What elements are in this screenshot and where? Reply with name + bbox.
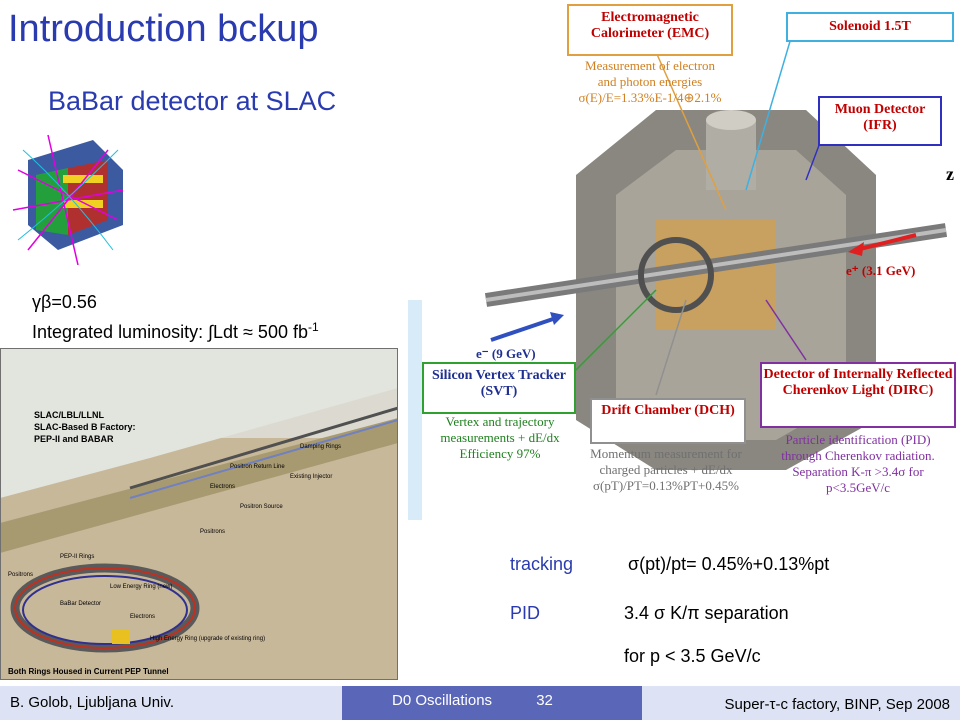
pep-label-babar: BaBar Detector [60, 601, 101, 607]
integrated-luminosity: Integrated luminosity: ∫Ldt ≈ 500 fb-1 [32, 320, 319, 343]
svt-title: Silicon Vertex Tracker (SVT) [431, 368, 567, 399]
footer-event: Super-τ-c factory, BINP, Sep 2008 [642, 686, 960, 720]
dirc-description: Particle identification (PID) through Ch… [756, 432, 960, 496]
emc-desc-2: and photon energies [597, 74, 703, 89]
pep-label-high-energy: High Energy Ring (upgrade of existing ri… [150, 636, 265, 642]
dch-box: Drift Chamber (DCH) [590, 398, 746, 444]
footer-topic-text: D0 Oscillations [392, 692, 493, 709]
dirc-title: Detector of Internally Reflected Cherenk… [763, 367, 953, 398]
emc-desc-1: Measurement of electron [585, 58, 715, 73]
pep-label-damping: Damping Rings [300, 444, 341, 450]
pep-label-rings: PEP-II Rings [60, 554, 94, 560]
dch-description: Momentum measurement for charged particl… [566, 446, 766, 494]
pep-label-source: Positron Source [240, 504, 283, 510]
emc-desc-3: σ(E)/E=1.33%E-1/4⊕2.1% [578, 90, 722, 105]
dch-desc-1: Momentum measurement for [590, 446, 742, 461]
pep-label-electrons-2: Electrons [130, 614, 155, 620]
emc-description: Measurement of electron and photon energ… [560, 58, 740, 106]
pep-title-1: SLAC/LBL/LLNL [34, 410, 104, 420]
svt-desc-3: Efficiency 97% [459, 446, 541, 461]
solenoid-box: Solenoid 1.5T [786, 12, 954, 42]
dch-desc-3: σ(pT)/PT=0.13%PT+0.45% [593, 478, 739, 493]
pep-ii-facility-image: SLAC/LBL/LLNL SLAC-Based B Factory: PEP-… [0, 348, 398, 680]
svt-description: Vertex and trajectory measurements + dE/… [416, 414, 584, 462]
dirc-box: Detector of Internally Reflected Cherenk… [760, 362, 956, 428]
footer-topic: D0 Oscillations 32 [342, 686, 642, 720]
dirc-desc-4: p<3.5GeV/c [825, 480, 890, 495]
svt-desc-1: Vertex and trajectory [445, 414, 555, 429]
page-number: 32 [536, 692, 553, 709]
pep-label-injector: Existing Injector [290, 474, 332, 480]
z-axis-label: z [946, 164, 954, 184]
svt-desc-2: measurements + dE/dx [440, 430, 560, 445]
dirc-desc-1: Particle identification (PID) [785, 432, 931, 447]
pid-condition: for p < 3.5 GeV/c [624, 646, 761, 666]
svt-box: Silicon Vertex Tracker (SVT) [422, 362, 576, 414]
emc-box: Electromagnetic Calorimeter (EMC) [567, 4, 733, 56]
lumi-prefix: Integrated luminosity: [32, 322, 209, 342]
solenoid-title: Solenoid 1.5T [829, 19, 911, 34]
lumi-exponent: -1 [307, 320, 319, 334]
tracking-label: tracking [510, 554, 574, 574]
dch-desc-2: charged particles + dE/dx [599, 462, 733, 477]
dch-title: Drift Chamber (DCH) [601, 403, 735, 418]
pep-label-positrons-2: Positrons [8, 572, 33, 578]
pep-label-electrons: Electrons [210, 484, 235, 490]
muon-box: Muon Detector (IFR) [818, 96, 942, 146]
slide-subtitle: BaBar detector at SLAC [48, 86, 337, 116]
lumi-value: ∫Ldt ≈ 500 fb [208, 322, 308, 342]
slide-title: Introduction bckup [8, 8, 319, 50]
pep-label-return: Positron Return Line [230, 464, 285, 470]
side-panel [408, 300, 422, 520]
pep-bottom-text: Both Rings Housed in Current PEP Tunnel [8, 667, 169, 676]
eminus-label: e⁻ (9 GeV) [476, 346, 536, 361]
pid-label: PID [510, 603, 541, 623]
tracking-value: σ(pt)/pt= 0.45%+0.13%pt [628, 554, 830, 574]
footer-author: B. Golob, Ljubljana Univ. [0, 686, 342, 720]
pep-title-2: SLAC-Based B Factory: [34, 422, 136, 432]
eplus-label: e⁺ (3.1 GeV) [846, 263, 915, 278]
muon-title: Muon Detector (IFR) [834, 102, 926, 133]
pep-label-low-energy: Low Energy Ring (new) [110, 584, 172, 590]
dirc-desc-3: Separation K-π >3.4σ for [792, 464, 924, 479]
pid-value: 3.4 σ K/π separation [624, 603, 789, 623]
gamma-beta-value: γβ=0.56 [32, 292, 97, 312]
pep-title-3: PEP-II and BABAR [34, 434, 114, 444]
pep-label-positrons: Positrons [200, 529, 225, 535]
babar-event-display-image [12, 134, 124, 266]
dirc-desc-2: through Cherenkov radiation. [781, 448, 935, 463]
emc-title: Electromagnetic Calorimeter (EMC) [590, 10, 710, 41]
